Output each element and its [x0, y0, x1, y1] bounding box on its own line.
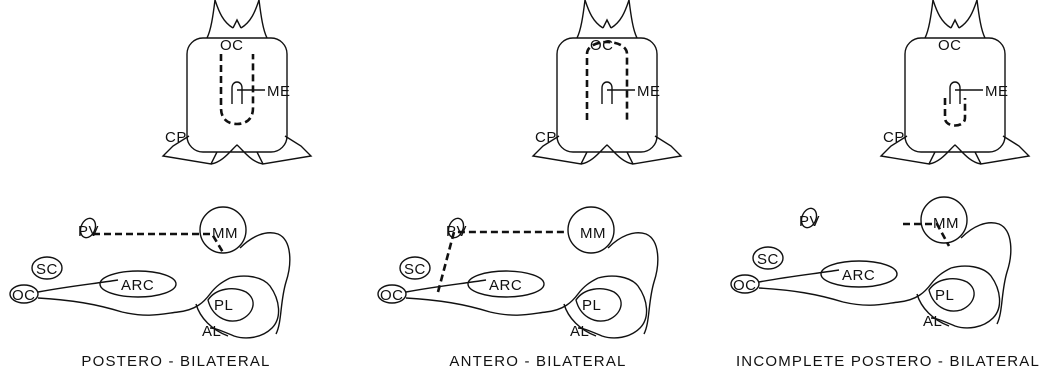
- panel-antero-bilateral: OC ME CP PV MM SC OC ARC PL AL ANTERO - …: [378, 0, 681, 370]
- label-mm: MM: [580, 225, 606, 242]
- label-oc: OC: [220, 37, 244, 54]
- side-view: PV MM SC OC ARC PL AL: [731, 197, 1011, 330]
- label-oc: OC: [938, 37, 962, 54]
- label-pl: PL: [935, 287, 954, 304]
- label-al: AL: [570, 323, 589, 340]
- median-eminence: [232, 82, 242, 104]
- cut-line: [945, 98, 965, 126]
- label-arc: ARC: [842, 267, 875, 284]
- median-eminence: [602, 82, 612, 104]
- cut-line: [221, 54, 253, 124]
- median-eminence: [950, 82, 960, 104]
- label-oc: OC: [380, 287, 404, 304]
- panel-incomplete-postero-bilateral: OC ME CP PV MM SC OC ARC PL AL INCOMPLET…: [731, 0, 1040, 370]
- label-oc: OC: [590, 37, 614, 54]
- top-view: OC ME CP: [533, 0, 681, 164]
- label-pl: PL: [582, 297, 601, 314]
- label-arc: ARC: [489, 277, 522, 294]
- top-view: OC ME CP: [881, 0, 1029, 164]
- caption: INCOMPLETE POSTERO - BILATERAL: [736, 353, 1040, 370]
- label-cp: CP: [883, 129, 905, 146]
- label-al: AL: [923, 313, 942, 330]
- label-cp: CP: [165, 129, 187, 146]
- label-pv: PV: [799, 213, 820, 230]
- label-arc: ARC: [121, 277, 154, 294]
- label-mm: MM: [933, 215, 959, 232]
- label-sc: SC: [36, 261, 58, 278]
- label-oc: OC: [12, 287, 36, 304]
- panel-postero-bilateral: OC ME CP PV MM SC OC ARC PL AL POSTERO -…: [10, 0, 311, 370]
- label-al: AL: [202, 323, 221, 340]
- top-view: OC ME CP: [163, 0, 311, 164]
- label-oc: OC: [733, 277, 757, 294]
- label-sc: SC: [757, 251, 779, 268]
- side-view: PV MM SC OC ARC PL AL: [378, 207, 658, 340]
- label-pl: PL: [214, 297, 233, 314]
- label-pv: PV: [446, 223, 467, 240]
- label-me: ME: [985, 83, 1009, 100]
- label-sc: SC: [404, 261, 426, 278]
- label-me: ME: [267, 83, 291, 100]
- label-cp: CP: [535, 129, 557, 146]
- label-me: ME: [637, 83, 661, 100]
- label-pv: PV: [78, 223, 99, 240]
- label-mm: MM: [212, 225, 238, 242]
- caption: POSTERO - BILATERAL: [81, 353, 270, 370]
- caption: ANTERO - BILATERAL: [449, 353, 626, 370]
- side-view: PV MM SC OC ARC PL AL: [10, 207, 290, 340]
